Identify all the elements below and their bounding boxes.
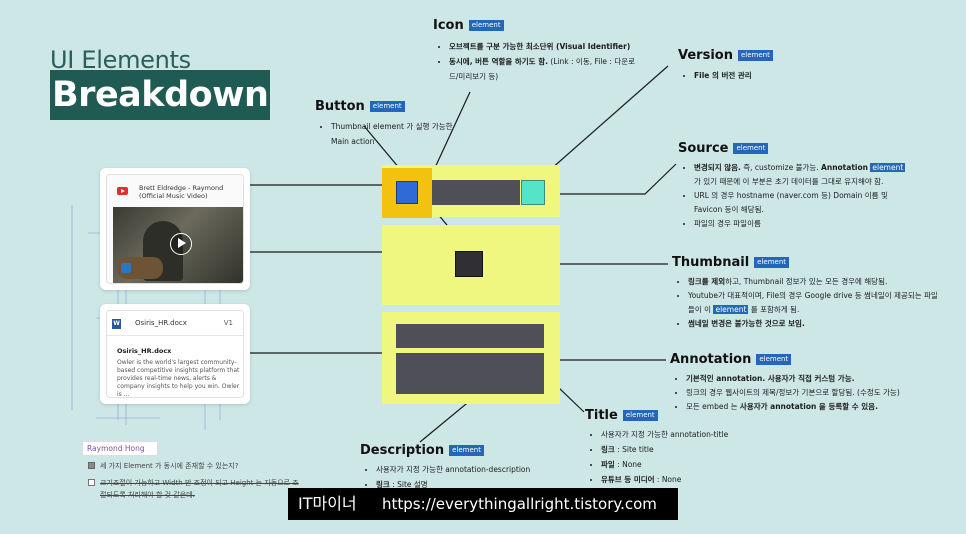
icon-note-2: 동시에, 버튼 역할을 하기도 함. (Link : 이동, File : 다운… bbox=[449, 54, 639, 84]
youtube-card-title: Brett Eldredge - Raymond (Official Music… bbox=[139, 184, 224, 200]
element-tag: element bbox=[737, 50, 773, 61]
wireframe-description-field bbox=[396, 353, 544, 394]
source-note-3: 파일의 경우 파일이름 bbox=[694, 217, 912, 231]
checklist-text-2a: 크기조절이 가능하고 Width 만 조정이 되고 Height 는 자동으로 … bbox=[100, 479, 299, 487]
file-card-filename: Osiris_HR.docx bbox=[135, 319, 187, 327]
wireframe-title-bar bbox=[432, 180, 520, 205]
file-embed-card[interactable]: W Osiris_HR.docx V1 Osiris_HR.docx Owler… bbox=[100, 304, 250, 404]
element-tag: element bbox=[756, 354, 792, 365]
version-note-1: File 의 버전 관리 bbox=[694, 68, 773, 83]
thumbnail-note-3: 썸네일 변경은 불가능한 것으로 보임. bbox=[688, 317, 943, 331]
icon-note-1: 오브젝트를 구분 가능한 최소단위 (Visual Identifier) bbox=[449, 39, 639, 54]
play-icon[interactable] bbox=[170, 233, 192, 255]
title-note-2: 링크 : Site title bbox=[601, 442, 781, 457]
file-card-version: V1 bbox=[223, 319, 233, 327]
watermark-brand: IT마이너 bbox=[298, 494, 357, 513]
header-title: Breakdown bbox=[50, 70, 270, 120]
watermark-url: https://everythingallright.tistory.com bbox=[382, 495, 657, 513]
line-version bbox=[533, 65, 669, 185]
element-tag: element bbox=[468, 20, 504, 31]
annotation-note-3: 모든 embed 는 사용자가 annotation 을 등록할 수 있음. bbox=[686, 400, 941, 414]
wireframe-thumbnail-button bbox=[455, 251, 483, 277]
word-icon[interactable]: W bbox=[112, 319, 121, 329]
element-tag: element bbox=[733, 143, 769, 154]
thumbnail-logo-icon bbox=[121, 263, 131, 273]
file-card-divider bbox=[107, 335, 243, 336]
element-tag: element bbox=[369, 101, 405, 112]
description-note-2: 링크 : Site 설명 bbox=[376, 477, 576, 492]
thumbnail-guitar bbox=[117, 257, 163, 279]
youtube-embed-card[interactable]: Brett Eldredge - Raymond (Official Music… bbox=[100, 168, 250, 290]
checklist-text-2b: 절되도록 처리해야 할 것 같은데. bbox=[100, 491, 195, 499]
file-card-description: Owler is the world's largest community-b… bbox=[117, 359, 240, 398]
line-icon bbox=[432, 91, 471, 173]
wireframe-icon bbox=[396, 181, 418, 204]
source-note-2: URL 의 경우 hostname (naver.com 등) Domain 이… bbox=[694, 189, 912, 217]
file-card-title: Osiris_HR.docx bbox=[117, 347, 172, 355]
watermark-banner: IT마이너 https://everythingallright.tistory… bbox=[288, 488, 678, 520]
element-tag: element bbox=[449, 445, 484, 456]
file-card-inner: W Osiris_HR.docx V1 Osiris_HR.docx Owler… bbox=[106, 310, 244, 398]
thumbnail-note-2: Youtube가 대표적이며, File의 경우 Google drive 등 … bbox=[688, 289, 943, 317]
line-source bbox=[545, 163, 677, 195]
comment-author-badge: Raymond Hong bbox=[82, 441, 158, 456]
youtube-thumbnail[interactable] bbox=[113, 207, 243, 283]
element-tag: element bbox=[622, 410, 658, 421]
youtube-card-inner: Brett Eldredge - Raymond (Official Music… bbox=[106, 174, 244, 284]
wireframe-title-field bbox=[396, 324, 544, 348]
checkbox-unchecked[interactable] bbox=[88, 479, 95, 486]
thumbnail-note-1: 링크를 제외하고, Thumbnail 정보가 있는 모든 경우에 해당됨. bbox=[688, 275, 943, 289]
checklist-text-1: 세 가지 Element 가 동시에 존재할 수 있는지? bbox=[100, 462, 239, 470]
annotation-note-2: 링크의 경우 웹사이트의 제목/정보가 기본으로 할당됨. (수정도 가능) bbox=[686, 386, 941, 400]
title-note-3: 파일 : None bbox=[601, 457, 781, 472]
element-tag: element bbox=[754, 257, 790, 268]
button-note-1: Thumbnail element 가 실행 가능한 Main action bbox=[331, 119, 461, 149]
wireframe-version bbox=[521, 180, 545, 205]
checkbox-checked[interactable] bbox=[88, 462, 95, 469]
header-subtitle: UI Elements bbox=[50, 46, 191, 74]
annotation-note-1: 기본적인 annotation. 사용자가 직접 커스텀 가능. bbox=[686, 372, 941, 386]
source-note-1: 변경되지 않음. 즉, customize 불가능. Annotation el… bbox=[694, 161, 912, 189]
title-note-4: 유튜브 등 미디어 : None bbox=[601, 472, 781, 487]
title-note-1: 사용자가 지정 가능한 annotation-title bbox=[601, 427, 781, 442]
youtube-icon bbox=[117, 187, 128, 195]
description-note-1: 사용자가 지정 가능한 annotation-description bbox=[376, 462, 576, 477]
